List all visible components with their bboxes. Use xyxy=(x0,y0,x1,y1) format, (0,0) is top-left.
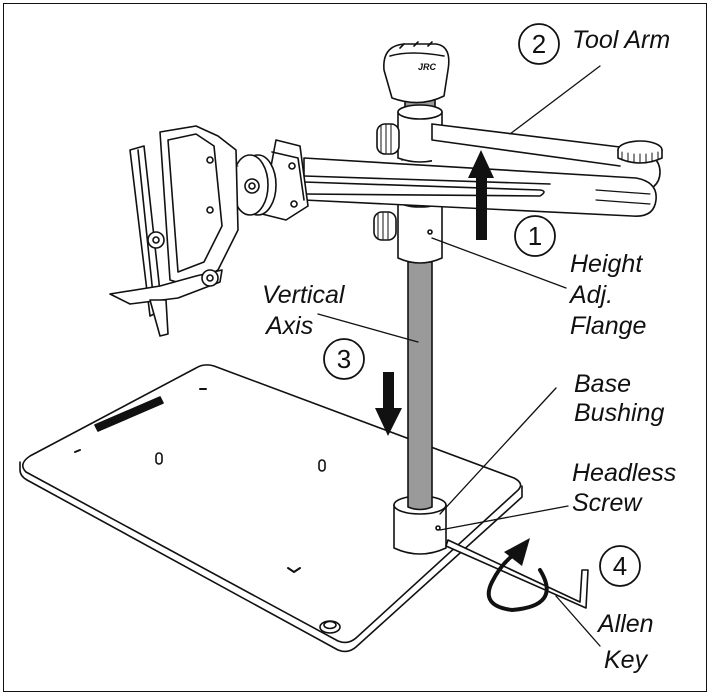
label-base-1: Base xyxy=(574,370,631,398)
label-headless-2: Screw xyxy=(572,489,643,517)
leader-lines xyxy=(317,65,601,647)
step-3-number: 3 xyxy=(337,344,351,374)
top-cap xyxy=(383,41,450,104)
up-arrow xyxy=(468,150,494,240)
label-tool-arm: Tool Arm xyxy=(572,26,670,54)
base-plate xyxy=(19,364,523,653)
rotate-arrow xyxy=(486,538,549,612)
label-height-2: Adj. xyxy=(568,281,613,309)
label-height-3: Flange xyxy=(570,312,646,340)
step-4-number: 4 xyxy=(613,551,627,581)
label-allen-1: Allen xyxy=(596,610,654,638)
brand-mark: JRC xyxy=(418,62,437,72)
upper-collar xyxy=(376,104,443,163)
clamp-head xyxy=(109,125,239,337)
step-2-circle xyxy=(518,23,560,65)
clamp-joint xyxy=(231,139,309,221)
step-2-number: 2 xyxy=(532,29,546,59)
label-allen-2: Key xyxy=(604,646,649,674)
down-arrow xyxy=(375,372,402,436)
step-3-circle xyxy=(323,338,365,380)
step-1-circle xyxy=(514,215,556,257)
label-vertical-2: Axis xyxy=(264,312,313,340)
step-4-circle xyxy=(599,545,641,587)
label-headless-1: Headless xyxy=(572,459,676,487)
label-vertical-1: Vertical xyxy=(262,281,346,309)
step-1-number: 1 xyxy=(528,221,542,251)
label-height-1: Height xyxy=(570,250,643,278)
label-base-2: Bushing xyxy=(574,399,664,427)
allen-key xyxy=(445,539,589,609)
